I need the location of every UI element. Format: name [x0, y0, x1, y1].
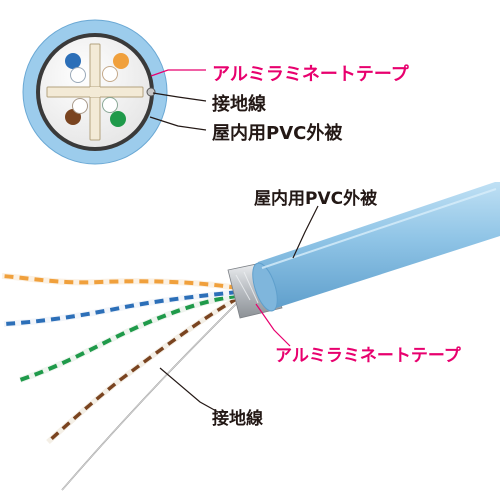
cross-section-leaders: [149, 69, 207, 131]
ground-wire-section: [146, 87, 156, 97]
label-ground-wire-top: 接地線: [212, 94, 266, 115]
label-aluminum-tape-top: アルミラミネートテープ: [212, 64, 409, 85]
pair-orange-strand: [1, 273, 239, 291]
pair-green-strand: [19, 293, 239, 383]
outer-jacket: [252, 182, 500, 312]
label-aluminum-tape-side: アルミラミネートテープ: [275, 346, 461, 366]
pair-brown-strand: [46, 295, 240, 445]
leader-aluminum-tape-side: [255, 303, 291, 347]
leader-ground-wire-side: [159, 367, 219, 413]
label-outer-jacket-top: 屋内用PVC外被: [212, 123, 343, 144]
label-ground-wire-side: 接地線: [212, 409, 263, 429]
pair-blue-strand: [3, 289, 239, 327]
cable-side-leaders: [159, 205, 319, 413]
cross-separator: [46, 43, 144, 141]
ground-wire-strand: [61, 301, 239, 491]
leader-outer-jacket-top: [149, 116, 207, 131]
leader-ground-wire-top: [152, 92, 207, 102]
label-outer-jacket-side: 屋内用PVC外被: [254, 189, 378, 209]
pair-blue-section: [65, 53, 86, 83]
leader-aluminum-tape-top: [150, 69, 206, 77]
pair-orange-section: [102, 53, 129, 82]
leader-outer-jacket-side: [292, 205, 319, 259]
pair-green-section: [102, 97, 126, 127]
pair-brown-section: [65, 98, 88, 125]
cable-side: [1, 182, 500, 491]
cross-section: [22, 19, 168, 165]
